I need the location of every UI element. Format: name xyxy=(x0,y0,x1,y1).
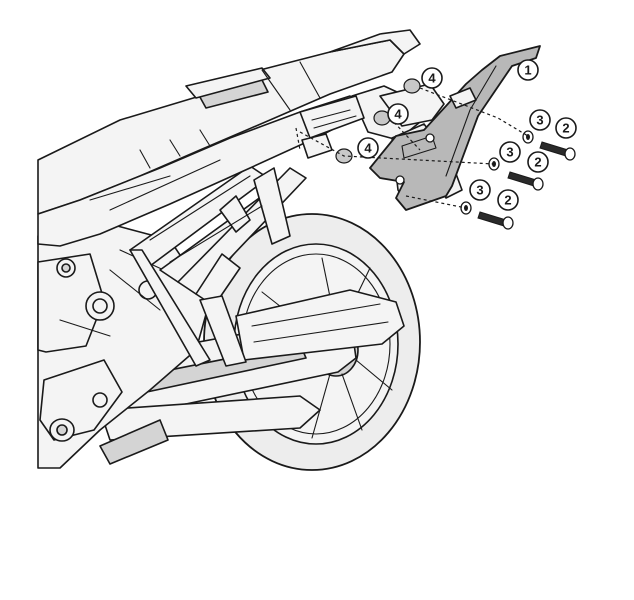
swingarm xyxy=(99,289,405,441)
callout-label: 4 xyxy=(428,71,436,86)
callout-label: 2 xyxy=(562,121,569,136)
bolt-2 xyxy=(507,171,544,191)
callout-label: 4 xyxy=(394,107,402,122)
callout-2-top: 2 xyxy=(555,117,577,139)
callout-3-bottom: 3 xyxy=(469,179,491,201)
callout-4-bottom: 4 xyxy=(357,137,379,159)
callout-4-top: 4 xyxy=(421,67,443,89)
bolt-3 xyxy=(477,211,514,230)
callout-3-middle: 3 xyxy=(499,141,521,163)
rack-bracket xyxy=(369,45,541,211)
bolt-1 xyxy=(539,141,576,161)
callout-label: 1 xyxy=(524,63,531,78)
callout-label: 2 xyxy=(534,155,541,170)
callout-label: 2 xyxy=(504,193,511,208)
callout-label: 4 xyxy=(364,141,372,156)
engine-frame xyxy=(37,223,211,469)
callout-2-middle: 2 xyxy=(527,151,549,173)
callout-4-middle: 4 xyxy=(387,103,409,125)
callout-label: 3 xyxy=(506,145,513,160)
callout-2-bottom: 2 xyxy=(497,189,519,211)
callout-3-top: 3 xyxy=(529,109,551,131)
callout-label: 3 xyxy=(476,183,483,198)
washer-nut-1 xyxy=(522,130,534,144)
subframe xyxy=(129,165,307,367)
callout-1: 1 xyxy=(517,59,539,81)
callout-label: 3 xyxy=(536,113,543,128)
